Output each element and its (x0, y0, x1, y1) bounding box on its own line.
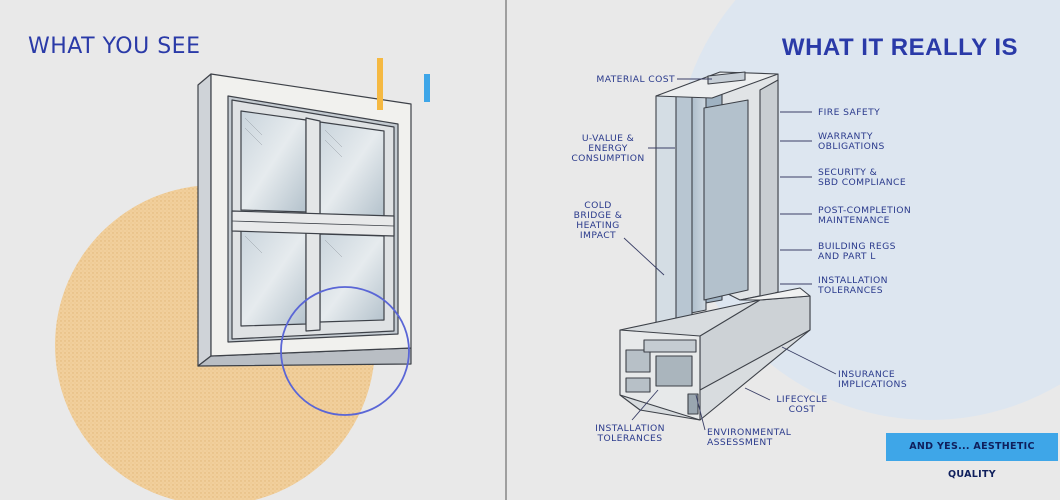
highlight-ring (280, 286, 410, 416)
label-post-completion-maintenance: POST-COMPLETION MAINTENANCE (818, 205, 912, 226)
label-warranty-obligations: WARRANTY OBLIGATIONS (818, 131, 885, 152)
label-insurance-implications: INSURANCE IMPLICATIONS (838, 369, 908, 390)
window-section-illustration (619, 71, 811, 421)
label-installation-tolerances-right: INSTALLATION TOLERANCES (818, 275, 888, 296)
label-building-regs: BUILDING REGS AND PART L (818, 241, 896, 262)
right-panel-title: WHAT IT REALLY IS (781, 34, 1018, 61)
window-illustration (197, 73, 412, 367)
label-environmental-assessment: ENVIRONMENTAL ASSESSMENT (707, 427, 792, 448)
label-material-cost: MATERIAL COST (596, 74, 675, 85)
accent-bar-blue (424, 74, 430, 102)
aesthetic-quality-badge: AND YES... AESTHETIC QUALITY (886, 433, 1058, 480)
leader-lines (623, 78, 837, 431)
label-cold-bridge: COLD BRIDGE & HEATING IMPACT (573, 200, 623, 241)
label-u-value: U-VALUE & ENERGY CONSUMPTION (571, 133, 645, 164)
label-installation-tolerances-bottom: INSTALLATION TOLERANCES (595, 423, 665, 444)
label-fire-safety: FIRE SAFETY (818, 107, 881, 118)
accent-bar-orange (377, 58, 383, 110)
left-panel-title: WHAT YOU SEE (28, 34, 201, 59)
label-security-sbd: SECURITY & SBD COMPLIANCE (818, 167, 907, 188)
label-lifecycle-cost: LIFECYCLE COST (776, 394, 828, 415)
